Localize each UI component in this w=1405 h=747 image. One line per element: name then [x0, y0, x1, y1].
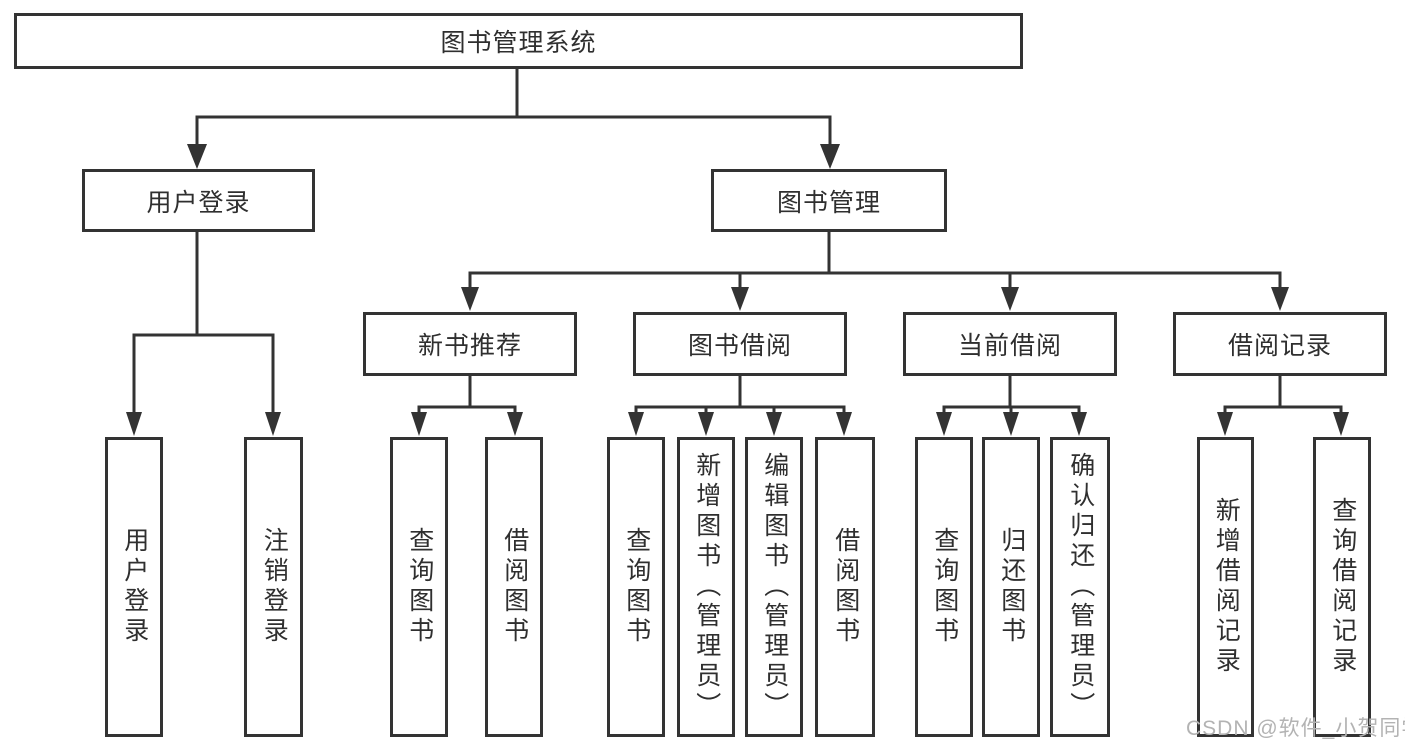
node-current-borrow-label: 当前借阅 — [957, 332, 1062, 360]
leaf-query-borrow-record-label: 查询借阅记录 — [1328, 497, 1357, 677]
node-new-book-recommend-label: 新书推荐 — [417, 332, 522, 360]
leaf-borrow-books-label: 借阅图书 — [831, 527, 860, 647]
leaf-borrow-books-recommend-label: 借阅图书 — [500, 527, 529, 647]
node-book-management: 图书管理 — [711, 169, 947, 232]
leaf-edit-book-admin: 编辑图书（管理员） — [745, 437, 803, 737]
csdn-watermark: CSDN @软件_小贺同学 — [1186, 717, 1405, 740]
node-new-book-recommend: 新书推荐 — [363, 312, 577, 376]
leaf-logout: 注销登录 — [244, 437, 303, 737]
leaf-query-books-current-label: 查询图书 — [930, 527, 959, 647]
leaf-query-books-current: 查询图书 — [915, 437, 973, 737]
leaf-query-books-borrow: 查询图书 — [607, 437, 665, 737]
leaf-borrow-books-recommend: 借阅图书 — [485, 437, 543, 737]
node-current-borrow: 当前借阅 — [903, 312, 1117, 376]
node-root-label: 图书管理系统 — [440, 29, 597, 57]
node-user-login-label: 用户登录 — [146, 188, 251, 217]
node-user-login: 用户登录 — [82, 169, 315, 232]
leaf-query-books-recommend: 查询图书 — [390, 437, 448, 737]
leaf-add-book-admin: 新增图书（管理员） — [677, 437, 735, 737]
leaf-user-login: 用户登录 — [105, 437, 163, 737]
leaf-query-borrow-record: 查询借阅记录 — [1313, 437, 1371, 737]
leaf-edit-book-admin-label: 编辑图书（管理员） — [760, 452, 789, 722]
leaf-add-borrow-record: 新增借阅记录 — [1197, 437, 1254, 737]
leaf-confirm-return-admin-label: 确认归还（管理员） — [1066, 452, 1095, 722]
node-root: 图书管理系统 — [14, 13, 1023, 69]
leaf-confirm-return-admin: 确认归还（管理员） — [1050, 437, 1110, 737]
leaf-user-login-label: 用户登录 — [120, 527, 149, 647]
leaf-logout-label: 注销登录 — [260, 527, 289, 647]
leaf-borrow-books: 借阅图书 — [815, 437, 875, 737]
leaf-query-books-recommend-label: 查询图书 — [405, 527, 434, 647]
node-borrow-records-label: 借阅记录 — [1227, 332, 1332, 360]
leaf-query-books-borrow-label: 查询图书 — [622, 527, 651, 647]
leaf-return-book: 归还图书 — [982, 437, 1040, 737]
node-book-borrow: 图书借阅 — [633, 312, 847, 376]
leaf-add-book-admin-label: 新增图书（管理员） — [692, 452, 721, 722]
leaf-return-book-label: 归还图书 — [997, 527, 1026, 647]
node-book-borrow-label: 图书借阅 — [687, 332, 792, 360]
leaf-add-borrow-record-label: 新增借阅记录 — [1212, 497, 1241, 677]
node-borrow-records: 借阅记录 — [1173, 312, 1387, 376]
node-book-management-label: 图书管理 — [776, 188, 881, 217]
